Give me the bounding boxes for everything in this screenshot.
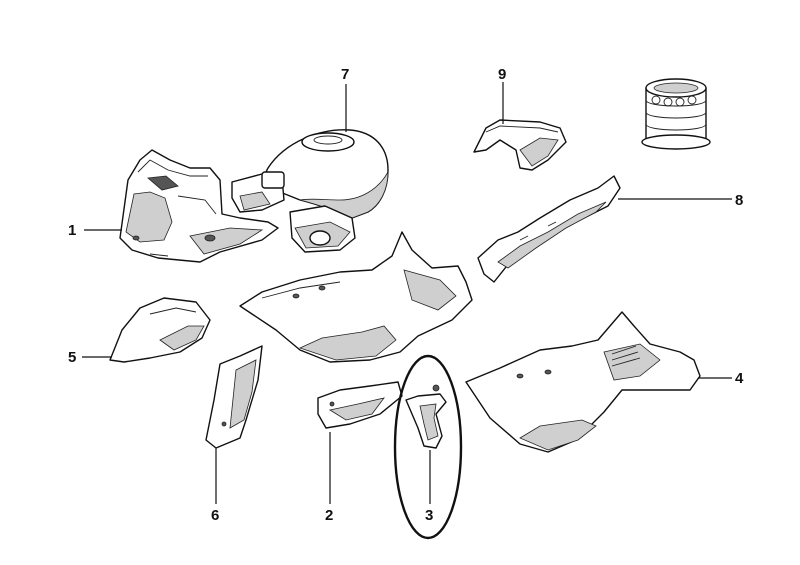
callout-5: 5 [68,349,76,366]
callout-8: 8 [735,192,743,209]
callout-9: 9 [498,66,506,83]
callout-6: 6 [211,507,219,524]
part-5-front-mudguard[interactable] [109,297,211,363]
callout-7: 7 [341,66,349,83]
part-1-front-fairing[interactable] [119,149,279,263]
highlight-ring-part-3 [393,354,463,540]
callout-3: 3 [425,507,433,524]
part-4-side-panel[interactable] [465,311,701,453]
callout-1: 1 [68,222,76,239]
part-3-bracket[interactable] [405,384,447,449]
callout-2: 2 [325,507,333,524]
callout-labels: 1 2 3 4 5 6 7 8 9 [68,66,744,524]
spool-drum-part[interactable] [641,78,711,150]
part-2-lower-cover[interactable] [317,381,403,429]
center-side-panel[interactable] [239,231,473,363]
part-8-side-rail[interactable] [477,175,621,283]
leader-lines [82,82,732,504]
part-9-tail-piece[interactable] [473,119,567,171]
part-6-cover-plate[interactable] [205,345,263,449]
part-7-fuel-tank[interactable] [231,129,389,253]
callout-4: 4 [735,370,744,387]
